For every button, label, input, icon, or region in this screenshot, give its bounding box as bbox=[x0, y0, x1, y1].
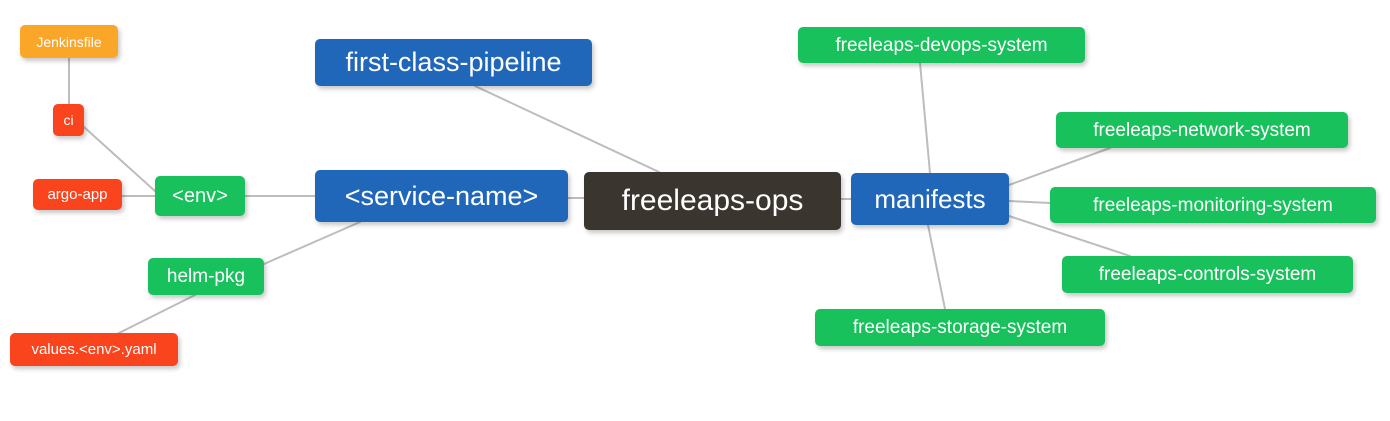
edge-service-name-to-helm-pkg bbox=[263, 221, 361, 265]
node-freeleaps-controls-system[interactable]: freeleaps-controls-system bbox=[1062, 256, 1353, 293]
node-service-name[interactable]: <service-name> bbox=[315, 170, 568, 222]
node-freeleaps-ops[interactable]: freeleaps-ops bbox=[584, 172, 841, 230]
node-argo-app[interactable]: argo-app bbox=[33, 179, 122, 210]
node-freeleaps-storage-system[interactable]: freeleaps-storage-system bbox=[815, 309, 1105, 346]
edge-manifests-to-freeleaps-monitoring-system bbox=[1008, 200, 1051, 204]
edge-manifests-to-freeleaps-network-system bbox=[1008, 147, 1111, 186]
node-freeleaps-network-system[interactable]: freeleaps-network-system bbox=[1056, 112, 1348, 148]
node-label: first-class-pipeline bbox=[345, 47, 562, 77]
node-label: values.<env>.yaml bbox=[31, 341, 157, 358]
node-jenkinsfile[interactable]: Jenkinsfile bbox=[20, 25, 118, 58]
node-label: argo-app bbox=[47, 186, 108, 203]
edge-helm-pkg-to-values-yaml bbox=[114, 294, 196, 336]
node-label: freeleaps-controls-system bbox=[1098, 264, 1317, 285]
node-label: freeleaps-storage-system bbox=[852, 317, 1068, 338]
node-env[interactable]: <env> bbox=[155, 176, 245, 216]
node-manifests[interactable]: manifests bbox=[851, 173, 1009, 225]
node-freeleaps-monitoring-system[interactable]: freeleaps-monitoring-system bbox=[1050, 187, 1376, 223]
node-label: helm-pkg bbox=[166, 266, 246, 287]
node-label: freeleaps-ops bbox=[621, 184, 804, 217]
node-ci[interactable]: ci bbox=[53, 104, 84, 136]
node-label: freeleaps-devops-system bbox=[835, 34, 1048, 56]
node-label: Jenkinsfile bbox=[36, 33, 102, 50]
node-freeleaps-devops-system[interactable]: freeleaps-devops-system bbox=[798, 27, 1085, 63]
node-label: <service-name> bbox=[344, 180, 539, 211]
node-label: freeleaps-network-system bbox=[1093, 119, 1311, 141]
node-label: manifests bbox=[874, 184, 986, 214]
node-values-yaml[interactable]: values.<env>.yaml bbox=[10, 333, 178, 366]
node-first-class-pipeline[interactable]: first-class-pipeline bbox=[315, 39, 592, 86]
node-label: ci bbox=[63, 112, 74, 128]
edge-manifests-to-freeleaps-storage-system bbox=[927, 224, 946, 310]
edge-first-class-pipeline-to-freeleaps-ops bbox=[474, 85, 660, 173]
node-label: <env> bbox=[172, 185, 228, 207]
node-helm-pkg[interactable]: helm-pkg bbox=[148, 258, 264, 295]
node-label: freeleaps-monitoring-system bbox=[1093, 194, 1333, 216]
edge-manifests-to-freeleaps-devops-system bbox=[919, 62, 931, 174]
